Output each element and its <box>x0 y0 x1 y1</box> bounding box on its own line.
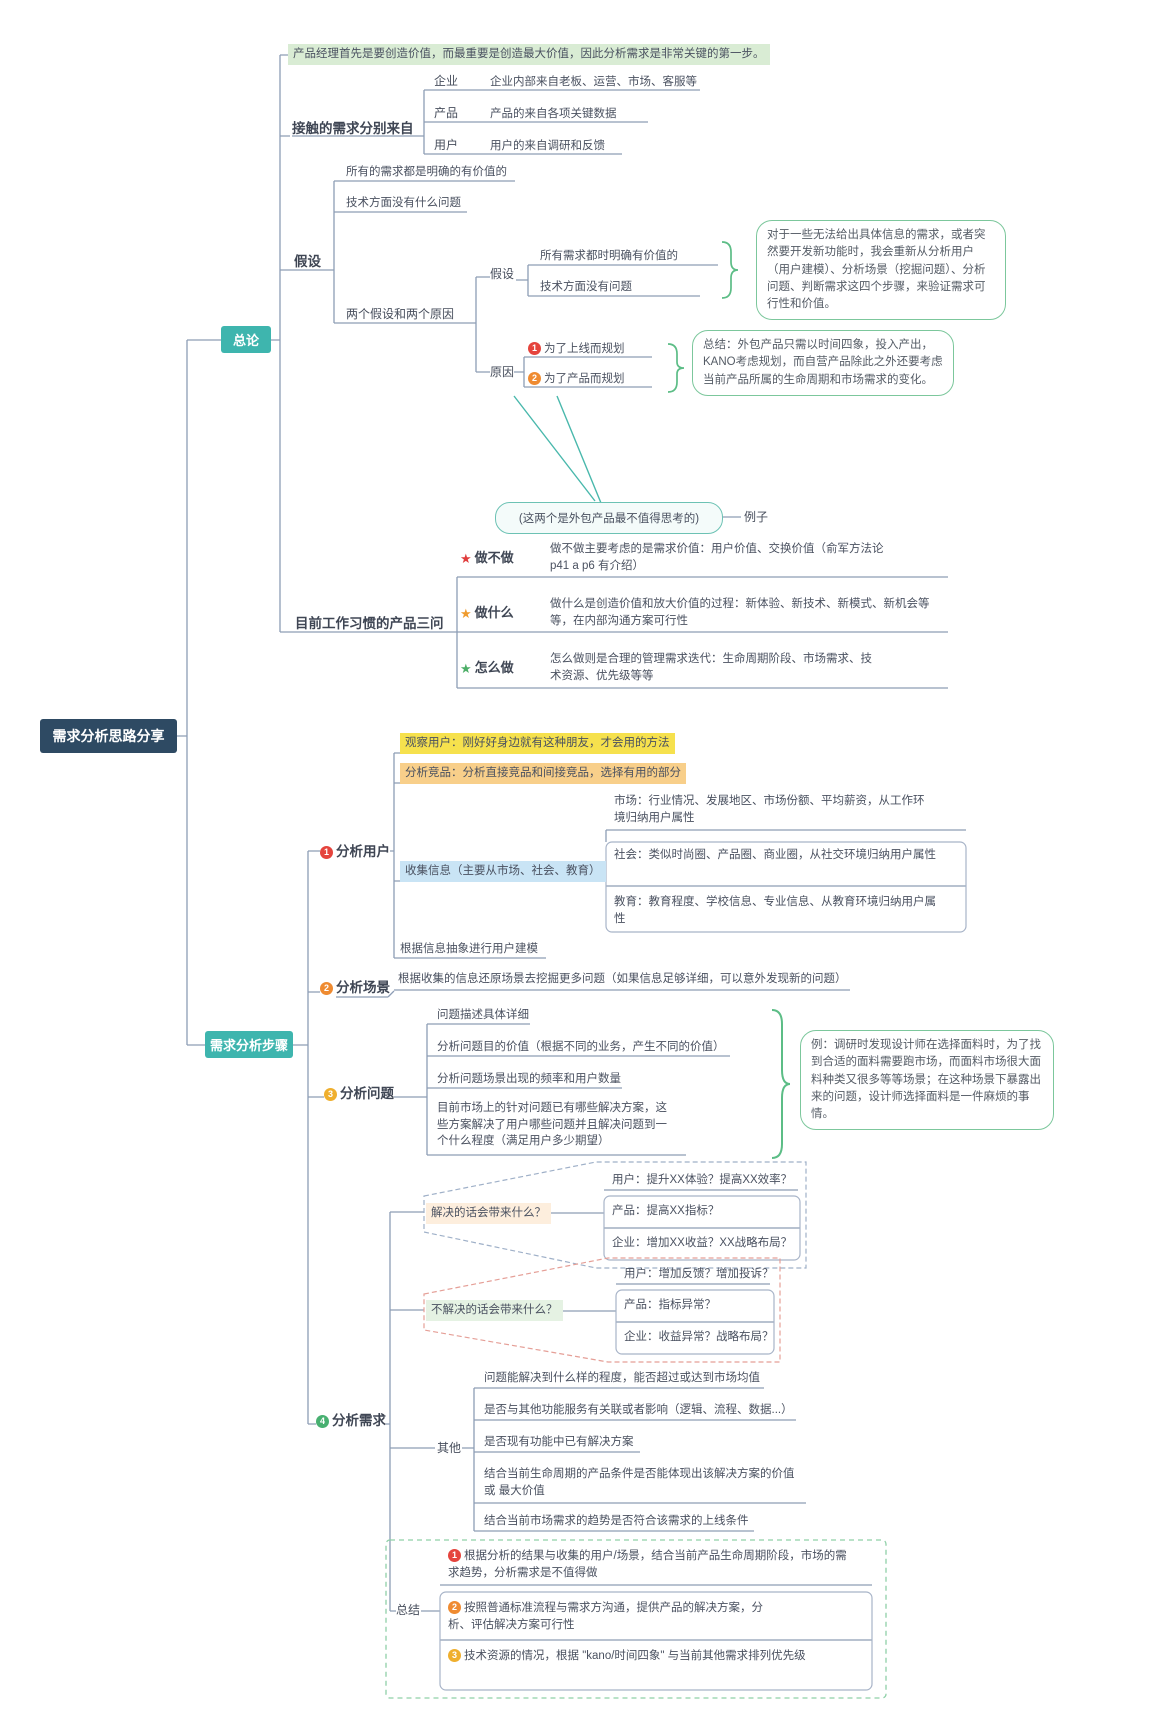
star-icon-orange: ★ <box>460 606 472 621</box>
pair-hyp-label[interactable]: 假设 <box>490 267 515 281</box>
collect-info-node[interactable]: 收集信息（主要从市场、社会、教育） <box>400 861 606 882</box>
example-bubble[interactable]: (这两个是外包产品最不值得思考的) <box>495 502 723 534</box>
source-key-user[interactable]: 用户 <box>434 138 459 152</box>
other-item-2[interactable]: 是否与其他功能服务有关联或者影响（逻辑、流程、数据...） <box>484 1404 793 1416</box>
summary-item-3-text: 技术资源的情况，根据 "kano/时间四象" 与当前其他需求排列优先级 <box>464 1650 806 1662</box>
problem-item-3[interactable]: 分析问题场景出现的频率和用户数量 <box>437 1073 621 1085</box>
q-key-how: 怎么做 <box>474 660 514 675</box>
q-desc-do[interactable]: 做不做主要考虑的是需求价值：用户价值、交换价值（俞军方法论 p41 a p6 有… <box>550 543 884 572</box>
marker-1-icon: 1 <box>528 342 541 355</box>
q-desc-how[interactable]: 怎么做则是合理的管理需求迭代：生命周期阶段、市场需求、技术资源、优先级等等 <box>550 653 872 682</box>
solve-label[interactable]: 解决的话会带来什么？ <box>426 1203 551 1224</box>
notsolve-label[interactable]: 不解决的话会带来什么？ <box>426 1300 563 1321</box>
question-row-do[interactable]: ★做不做 <box>460 549 514 569</box>
pair-reason-label[interactable]: 原因 <box>490 365 515 379</box>
source-key-product[interactable]: 产品 <box>434 106 459 120</box>
observe-users-node[interactable]: 观察用户：刚好好身边就有这种朋友，才会用的方法 <box>400 733 675 754</box>
marker-2-icon: 2 <box>448 1601 461 1614</box>
scene-desc-node[interactable]: 根据收集的信息还原场景去挖掘更多问题（如果信息足够详细，可以意外发现新的问题） <box>398 973 847 985</box>
marker-1-icon: 1 <box>320 846 333 859</box>
example-bubble-text: (这两个是外包产品最不值得思考的) <box>518 513 700 525</box>
problem-item-4[interactable]: 目前市场上的针对问题已有哪些解决方案，这些方案解决了用户哪些问题并且解决问题到一… <box>437 1102 667 1148</box>
step-label-2-text: 分析场景 <box>336 980 390 995</box>
other-label[interactable]: 其他 <box>437 1441 462 1455</box>
summary-label[interactable]: 总结 <box>396 1603 421 1617</box>
analyze-competitors-node[interactable]: 分析竞品：分析直接竞品和间接竞品，选择有用的部分 <box>400 763 686 784</box>
hypothesis-item-2[interactable]: 技术方面没有什么问题 <box>346 197 461 209</box>
q-key-do: 做不做 <box>474 550 514 565</box>
branch-general[interactable]: 总论 <box>221 326 271 353</box>
example-note[interactable]: 例：调研时发现设计师在选择面料时，为了找到合适的面料需要跑市场，而面料市场很大面… <box>800 1030 1054 1131</box>
other-item-3[interactable]: 是否现有功能中已有解决方案 <box>484 1436 634 1448</box>
problem-item-1[interactable]: 问题描述具体详细 <box>437 1009 529 1021</box>
q-key-what: 做什么 <box>474 605 514 620</box>
hypothesis-item-1[interactable]: 所有的需求都是明确的有价值的 <box>346 166 507 178</box>
collect-society-node[interactable]: 社会：类似时尚圈、产品圈、商业圈，从社交环境归纳用户属性 <box>614 849 936 861</box>
branch-general-label: 总论 <box>232 333 259 348</box>
notsolve-row-company[interactable]: 企业：收益异常？战略布局？ <box>624 1331 774 1343</box>
marker-3-icon: 3 <box>324 1088 337 1101</box>
three-questions-label[interactable]: 目前工作习惯的产品三问 <box>295 616 444 631</box>
bubble-tag[interactable]: 例子 <box>744 510 769 524</box>
note-reason[interactable]: 总结：外包产品只需以时间四象，投入产出，KANO考虑规划，而自营产品除此之外还要… <box>692 330 954 396</box>
other-item-5[interactable]: 结合当前市场需求的趋势是否符合该需求的上线条件 <box>484 1515 749 1527</box>
question-row-how[interactable]: ★怎么做 <box>460 659 514 679</box>
source-desc-product[interactable]: 产品的来自各项关键数据 <box>490 108 617 120</box>
reason-item-1-text: 为了上线而规划 <box>544 343 625 355</box>
summary-item-1-text: 根据分析的结果与收集的用户/场景，结合当前产品生命周期阶段，市场的需求趋势，分析… <box>448 1550 847 1579</box>
branch-steps[interactable]: 需求分析步骤 <box>205 1031 293 1058</box>
problem-item-2[interactable]: 分析问题目的价值（根据不同的业务，产生不同的价值） <box>437 1041 725 1053</box>
step-label-3-text: 分析问题 <box>340 1086 394 1101</box>
reason-item-2-text: 为了产品而规划 <box>544 373 625 385</box>
marker-1-icon: 1 <box>448 1549 461 1562</box>
intro-note[interactable]: 产品经理首先是要创造价值，而最重要是创造最大价值，因此分析需求是非常关键的第一步… <box>288 44 770 65</box>
solve-row-product[interactable]: 产品：提高XX指标？ <box>612 1205 720 1217</box>
summary-item-2-text: 按照普通标准流程与需求方沟通，提供产品的解决方案，分析、评估解决方案可行性 <box>448 1602 763 1631</box>
step-label-1-text: 分析用户 <box>336 844 390 859</box>
source-desc-company[interactable]: 企业内部来自老板、运营、市场、客服等 <box>490 76 697 88</box>
marker-3-icon: 3 <box>448 1649 461 1662</box>
sources-label[interactable]: 接触的需求分别来自 <box>292 121 414 136</box>
source-key-company[interactable]: 企业 <box>434 74 459 88</box>
solve-row-user[interactable]: 用户：提升XX体验？提高XX效率？ <box>612 1174 793 1186</box>
notsolve-row-user[interactable]: 用户：增加反馈？增加投诉？ <box>624 1268 774 1280</box>
step-label-4-text: 分析需求 <box>332 1413 386 1428</box>
source-desc-user[interactable]: 用户的来自调研和反馈 <box>490 140 605 152</box>
marker-2-icon: 2 <box>528 372 541 385</box>
other-item-1[interactable]: 问题能解决到什么样的程度，能否超过或达到市场均值 <box>484 1372 760 1384</box>
star-icon-red: ★ <box>460 551 472 566</box>
solve-row-company[interactable]: 企业：增加XX收益？XX战略布局？ <box>612 1237 793 1249</box>
q-desc-what[interactable]: 做什么是创造价值和放大价值的过程：新体验、新技术、新模式、新机会等等，在内部沟通… <box>550 598 930 627</box>
root-node[interactable]: 需求分析思路分享 <box>40 719 177 753</box>
branch-steps-label: 需求分析步骤 <box>209 1038 288 1053</box>
pair-label[interactable]: 两个假设和两个原因 <box>346 307 455 321</box>
marker-2-icon: 2 <box>320 982 333 995</box>
collect-market-node[interactable]: 市场：行业情况、发展地区、市场份额、平均薪资，从工作环境归纳用户属性 <box>614 795 925 824</box>
pair-hyp-item-1[interactable]: 所有需求都时明确有价值的 <box>540 250 678 262</box>
pair-hyp-item-2[interactable]: 技术方面没有问题 <box>540 281 632 293</box>
note-hypothesis[interactable]: 对于一些无法给出具体信息的需求，或者突然要开发新功能时，我会重新从分析用户（用户… <box>756 220 1006 321</box>
other-item-4[interactable]: 结合当前生命周期的产品条件是否能体现出该解决方案的价值或 最大价值 <box>484 1468 795 1497</box>
star-icon-green: ★ <box>460 661 472 676</box>
question-row-what[interactable]: ★做什么 <box>460 604 514 624</box>
root-label: 需求分析思路分享 <box>52 728 165 744</box>
hypothesis-label[interactable]: 假设 <box>294 254 321 269</box>
marker-4-icon: 4 <box>316 1415 329 1428</box>
notsolve-row-product[interactable]: 产品：指标异常？ <box>624 1299 716 1311</box>
collect-education-node[interactable]: 教育：教育程度、学校信息、专业信息、从教育环境归纳用户属性 <box>614 896 936 925</box>
user-modeling-node[interactable]: 根据信息抽象进行用户建模 <box>400 943 538 955</box>
